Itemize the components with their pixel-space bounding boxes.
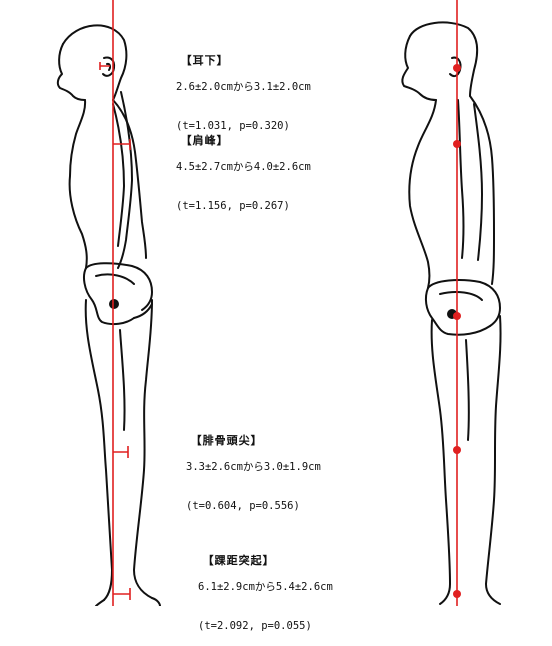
label-shoulder: 【肩峰】 4.5±2.7cmから4.0±2.6cm (t=1.156, p=0.…	[168, 121, 311, 226]
label-shoulder-title: 【肩峰】	[181, 134, 229, 147]
left-offset-markers	[100, 62, 130, 600]
right-dot-trochanter	[453, 312, 461, 320]
left-hip-mark	[109, 299, 119, 309]
label-malleolus-values: 6.1±2.9cmから5.4±2.6cm	[190, 581, 333, 594]
posture-diagram: 【耳下】 2.6±2.0cmから3.1±2.0cm (t=1.031, p=0.…	[0, 0, 552, 606]
label-shoulder-values: 4.5±2.7cmから4.0±2.6cm	[168, 161, 311, 174]
label-ear-values: 2.6±2.0cmから3.1±2.0cm	[168, 81, 311, 94]
left-figure-outline	[58, 25, 160, 606]
label-ear-title: 【耳下】	[181, 54, 229, 67]
label-malleolus-stats: (t=2.092, p=0.055)	[190, 620, 333, 633]
right-dot-fibula	[453, 446, 461, 454]
label-malleolus: 【踝距突起】 6.1±2.9cmから5.4±2.6cm (t=2.092, p=…	[190, 541, 333, 646]
label-malleolus-title: 【踝距突起】	[203, 554, 275, 567]
label-fibula-stats: (t=0.604, p=0.556)	[178, 500, 321, 513]
right-dot-ear	[453, 64, 461, 72]
right-dot-malleolus	[453, 590, 461, 598]
label-shoulder-stats: (t=1.156, p=0.267)	[168, 200, 311, 213]
right-dot-shoulder	[453, 140, 461, 148]
label-fibula-title: 【腓骨頭尖】	[191, 434, 263, 447]
label-fibula-values: 3.3±2.6cmから3.0±1.9cm	[178, 461, 321, 474]
label-fibula: 【腓骨頭尖】 3.3±2.6cmから3.0±1.9cm (t=0.604, p=…	[178, 421, 321, 526]
